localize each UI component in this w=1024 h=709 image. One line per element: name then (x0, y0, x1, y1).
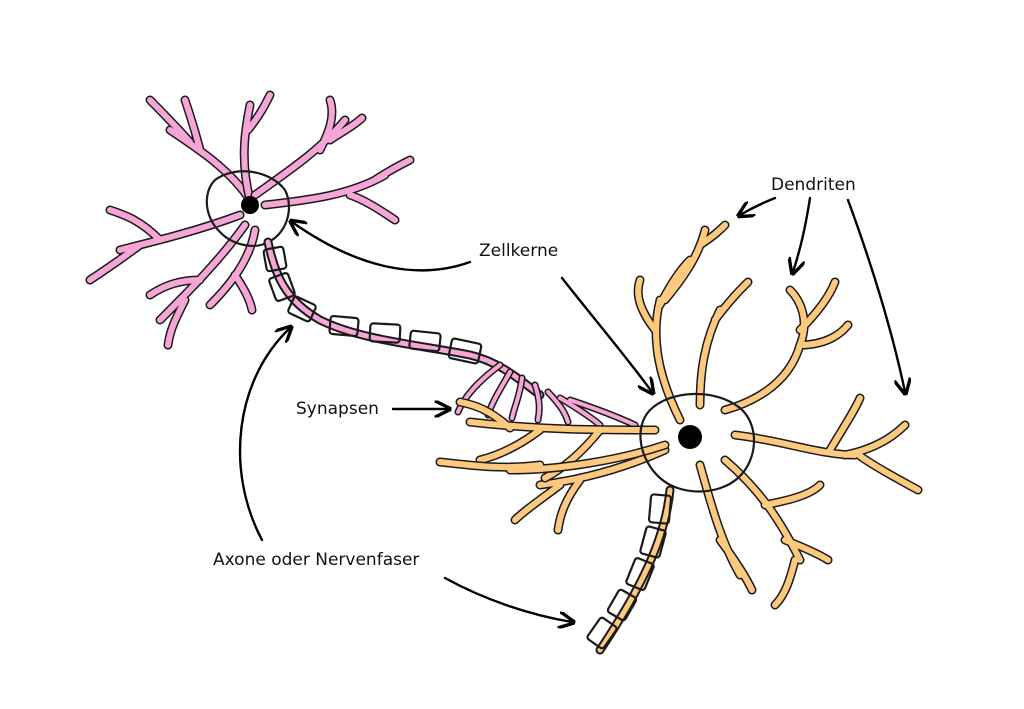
annotation-arrows (238, 196, 905, 622)
arrow-axon-pink (238, 328, 290, 542)
arrow-axon-orange (443, 576, 572, 622)
orange-neuron (435, 220, 923, 655)
orange-cell-body (639, 392, 756, 493)
orange-axon (595, 485, 675, 655)
pink-myelin-sheaths (262, 245, 483, 365)
orange-nucleus (678, 425, 702, 449)
arrow-nuclei-orange (560, 276, 652, 392)
label-axon: Axone oder Nervenfaser (213, 550, 420, 570)
pink-axon (263, 237, 545, 400)
pink-dendrites (85, 90, 415, 350)
arrow-nuclei-pink (292, 222, 472, 272)
label-dendrites: Dendriten (771, 175, 856, 195)
arrow-dendrites-2 (793, 196, 812, 272)
pink-neuron (85, 90, 639, 429)
label-nuclei: Zellkerne (479, 241, 559, 261)
arrow-dendrites-3 (846, 198, 905, 392)
orange-myelin-sheaths (586, 493, 673, 650)
pink-nucleus (241, 196, 259, 214)
label-synapses: Synapsen (296, 399, 379, 419)
pink-synaptic-terminals (454, 361, 639, 429)
arrow-dendrites-1 (740, 196, 777, 215)
